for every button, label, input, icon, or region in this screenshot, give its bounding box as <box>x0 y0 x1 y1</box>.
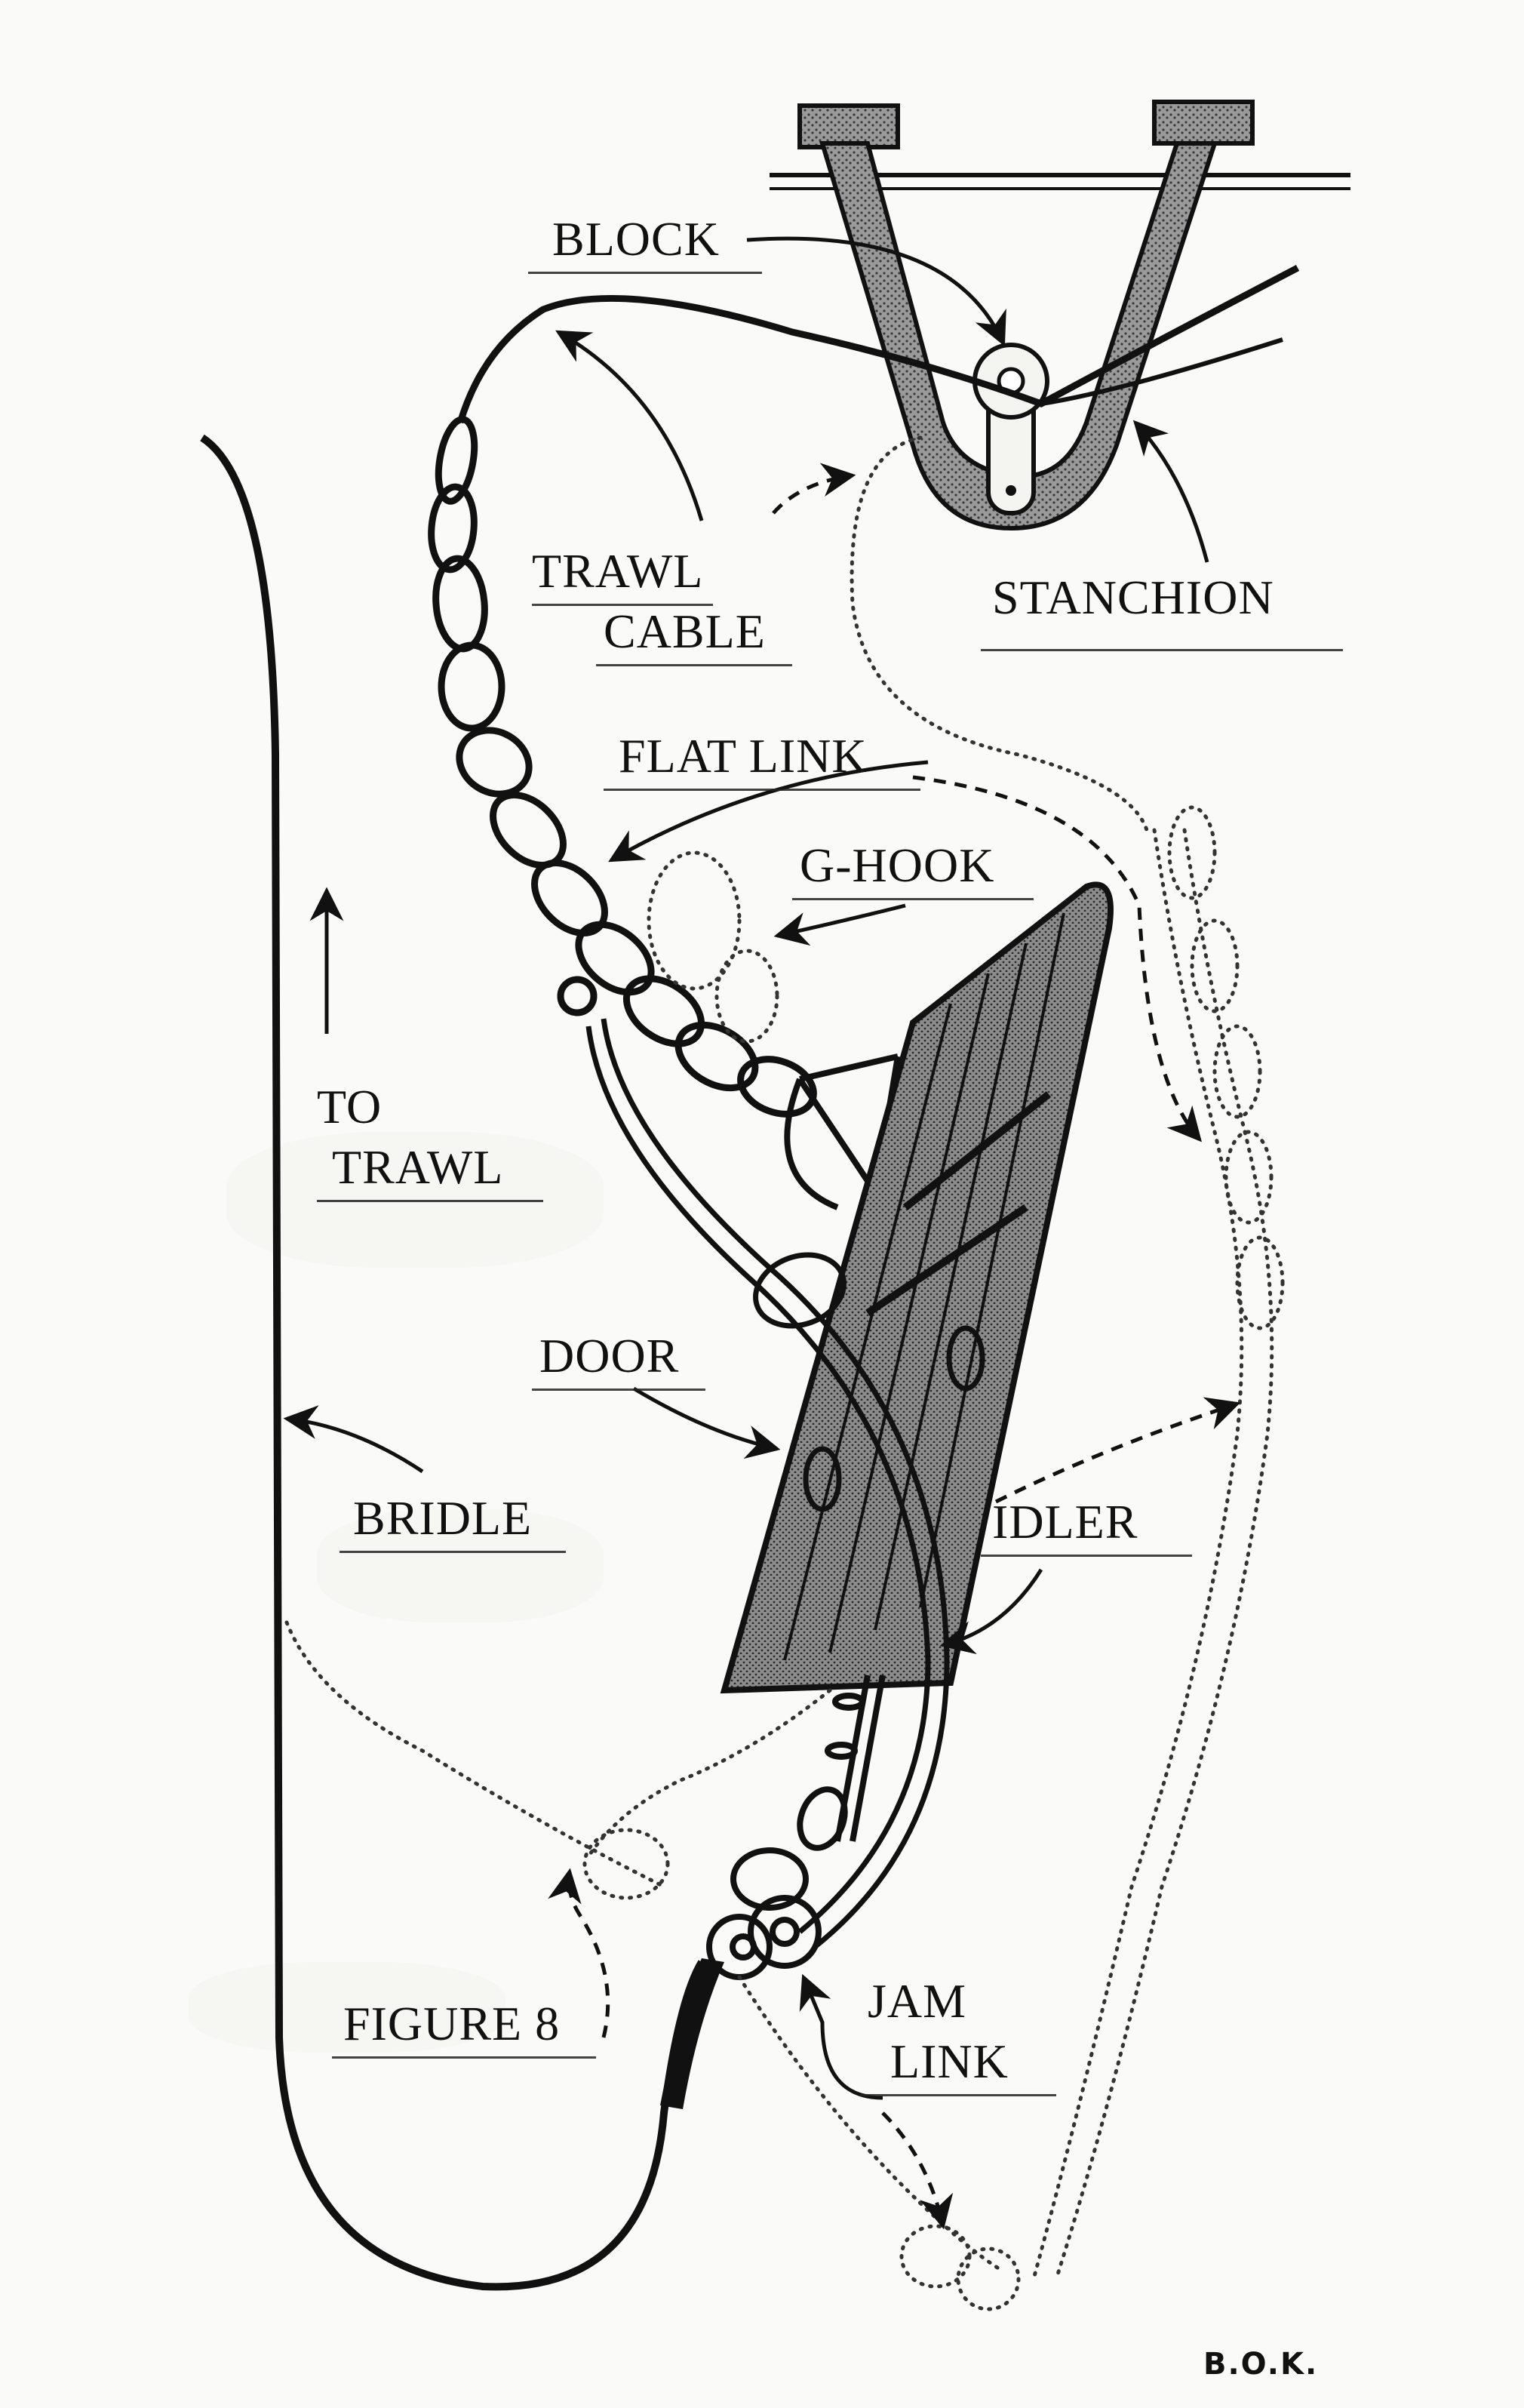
artist-signature: B.O.K. <box>1203 2347 1319 2382</box>
label-to-trawl-line2: TRAWL <box>332 1140 504 1194</box>
idler <box>585 1018 950 1949</box>
label-figure-8: FIGURE 8 <box>343 1997 561 2050</box>
label-bridle-underline <box>340 1551 566 1553</box>
stanchion <box>797 100 1255 531</box>
dotted-alternate-position <box>284 435 1285 2311</box>
door <box>720 881 1114 1694</box>
label-trawl-cable-line2: CABLE <box>604 604 766 658</box>
shackle-ring <box>753 1252 846 1329</box>
label-figure-8-underline <box>332 2056 596 2059</box>
label-jam-link-underline <box>860 2094 1056 2096</box>
label-idler: IDLER <box>992 1495 1138 1548</box>
label-flat-link-underline <box>604 789 920 791</box>
label-idler-underline <box>981 1555 1192 1557</box>
label-to-trawl-underline <box>317 1200 543 1202</box>
label-jam-link-line2: LINK <box>890 2034 1009 2088</box>
label-bridle: BRIDLE <box>353 1491 533 1545</box>
label-stanchion-underline <box>981 649 1343 651</box>
label-flat-link: FLAT LINK <box>619 729 868 783</box>
label-stanchion: STANCHION <box>992 570 1274 624</box>
label-door: DOOR <box>539 1329 680 1382</box>
lower-connector <box>706 1675 886 1980</box>
label-g-hook-underline <box>792 898 1034 900</box>
label-block: BLOCK <box>552 212 720 266</box>
label-to-trawl-line1: TO <box>317 1080 383 1133</box>
leader-arrows <box>283 236 1241 2230</box>
trawl-cable-end <box>1040 337 1283 406</box>
label-door-underline <box>532 1389 705 1391</box>
label-jam-link-line1: JAM <box>868 1974 967 2028</box>
label-g-hook: G-HOOK <box>800 838 995 892</box>
label-trawl-cable-underline <box>532 604 713 606</box>
label-trawl-cable-underline2 <box>596 664 792 666</box>
bridle-splice <box>660 1958 724 2109</box>
label-trawl-cable-line1: TRAWL <box>532 544 704 598</box>
trawl-cable <box>456 265 1300 424</box>
label-block-underline <box>528 272 762 274</box>
